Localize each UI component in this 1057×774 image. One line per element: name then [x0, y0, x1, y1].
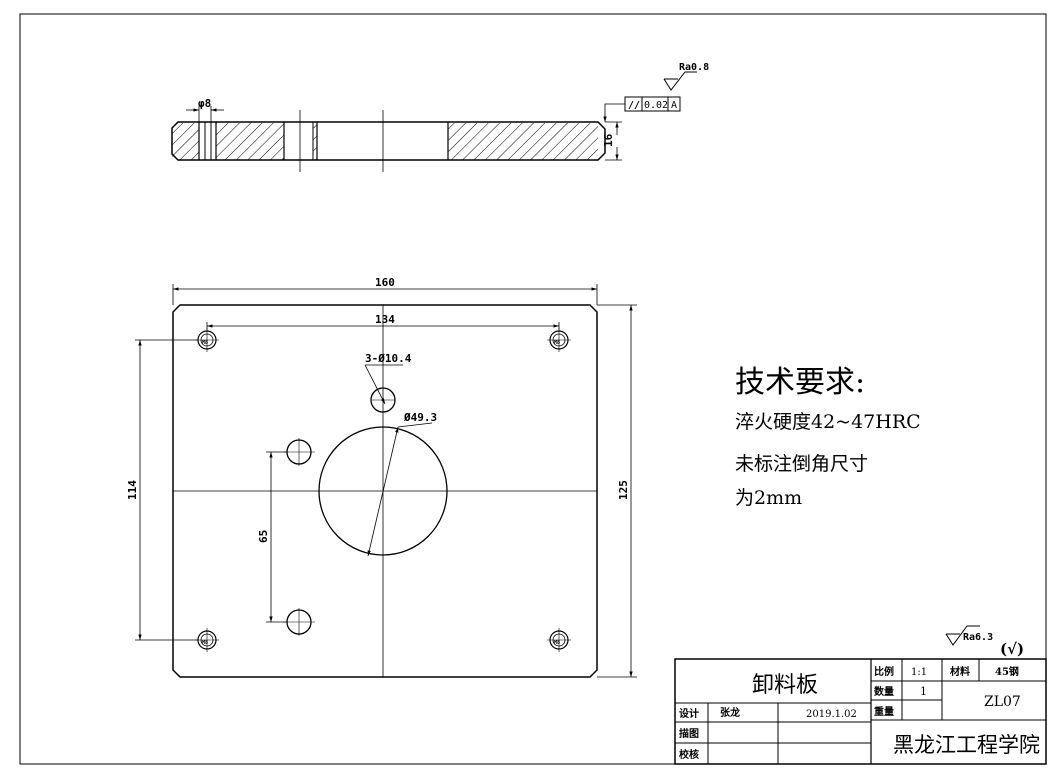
- hole-dimension-label: φ8: [198, 97, 211, 110]
- checker-label: 校核: [679, 748, 699, 761]
- notes-line-3: 为2mm: [735, 487, 802, 509]
- small-span-dimension-label: 65: [257, 530, 270, 543]
- screw-hole-tr: M8: [547, 328, 571, 352]
- parallelism-symbol: //: [628, 100, 640, 111]
- notes-line-1: 淬火硬度42~47HRC: [735, 411, 921, 433]
- roughness-general-suffix: (√): [1000, 640, 1024, 658]
- roughness-symbol: [663, 71, 697, 91]
- designer-name: 张龙: [720, 706, 740, 719]
- designer-label: 设计: [679, 707, 699, 720]
- part-name: 卸料板: [752, 673, 818, 698]
- quantity-value: 1: [920, 685, 927, 698]
- scale-value: 1:1: [911, 667, 927, 678]
- general-roughness: Ra6.3 (√): [945, 625, 1024, 658]
- screw-hole-tl: M8: [195, 328, 219, 352]
- screw-mark: M8: [202, 340, 208, 346]
- notes-title: 技术要求:: [735, 365, 865, 400]
- roughness-symbol: [945, 625, 980, 646]
- height-span-dimension-label: 114: [126, 480, 139, 500]
- roughness-general-value: Ra6.3: [963, 632, 993, 643]
- height-dimension-label: 125: [617, 480, 630, 500]
- bore-dimension-label: Ø49.3: [403, 411, 437, 424]
- width-dimension-label: 160: [375, 276, 395, 289]
- screw-mark: M8: [554, 640, 560, 646]
- plan-view: Ø49.3 3-Ø10.4 M8 M8: [126, 276, 637, 678]
- tolerance-frame: [624, 96, 681, 112]
- weight-label: 重量: [874, 705, 894, 718]
- scale-label: 比例: [874, 665, 894, 678]
- technical-notes: 技术要求: 淬火硬度42~47HRC 未标注倒角尺寸 为2mm: [735, 365, 921, 509]
- tolerance-value: 0.02: [644, 100, 668, 111]
- sheet-border: [19, 13, 1047, 765]
- datum-label: A: [671, 100, 677, 111]
- screw-hole-bl: M8: [195, 628, 219, 652]
- thickness-dimension-label: 16: [602, 133, 615, 147]
- screw-mark: M8: [554, 340, 560, 346]
- screw-hole-br: M8: [547, 628, 571, 652]
- roughness-top-label: Ra0.8: [679, 62, 709, 73]
- material-label: 材料: [950, 665, 970, 678]
- material-value: 45钢: [995, 665, 1019, 678]
- design-date: 2019.1.02: [806, 709, 857, 720]
- drafter-label: 描图: [679, 727, 699, 740]
- screw-mark: M8: [202, 640, 208, 646]
- hole-callout-label: 3-Ø10.4: [365, 352, 412, 365]
- section-view: φ8 16 // 0.02 A Ra0.8: [171, 62, 709, 172]
- drawing-number: ZL07: [984, 694, 1021, 710]
- notes-line-2: 未标注倒角尺寸: [735, 453, 868, 475]
- hole-span-dimension-label: 134: [375, 313, 395, 326]
- quantity-label: 数量: [874, 685, 894, 698]
- institution-name: 黑龙江工程学院: [893, 733, 1040, 757]
- title-block: 卸料板 比例 1:1 材料 45钢 数量 1 ZL07 重量 设计 张龙 201…: [674, 658, 1047, 765]
